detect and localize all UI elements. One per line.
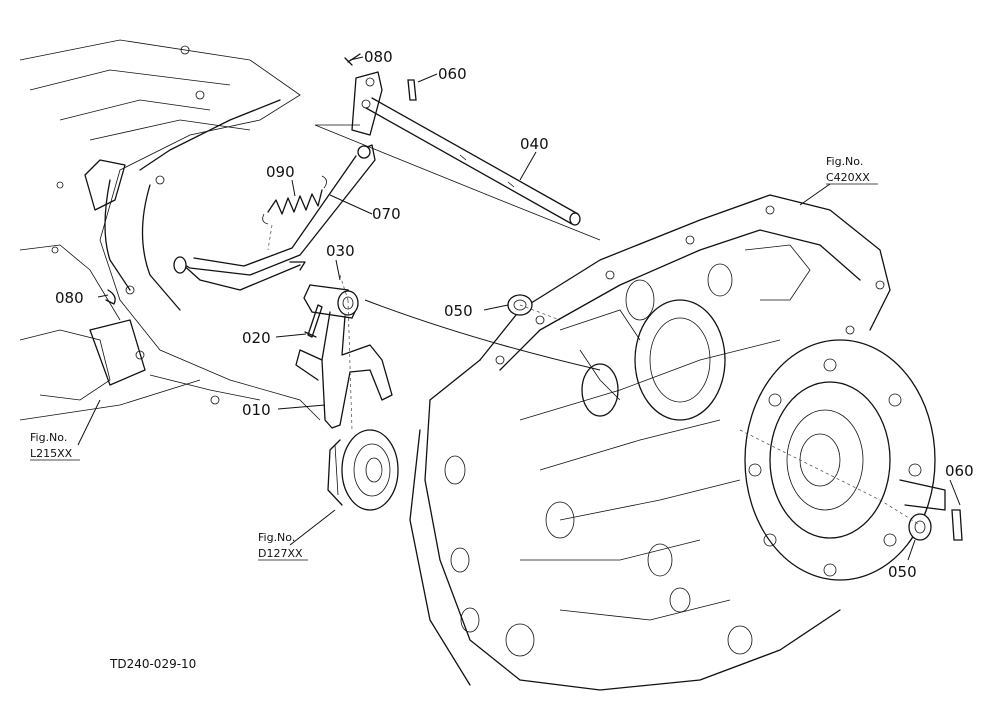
rear-housing-left (19, 39, 321, 421)
fig-ref-l215-label: Fig.No. (30, 431, 67, 444)
shift-lever-top (344, 53, 383, 136)
return-spring (262, 175, 327, 225)
label-040: 040 (520, 135, 549, 153)
label-060-right: 060 (945, 462, 974, 480)
shift-collar (327, 429, 399, 511)
fig-ref-c420-number: C420XX (826, 171, 870, 184)
shift-arm (173, 144, 376, 291)
label-010: 010 (242, 401, 271, 419)
fig-ref-d127-number: D127XX (258, 547, 303, 560)
label-060-top: 060 (438, 65, 467, 83)
label-080-left: 080 (55, 289, 84, 307)
label-090: 090 (266, 163, 295, 181)
shift-fork (295, 284, 393, 429)
snap-pin-lower (105, 289, 116, 305)
oil-seal-lower (908, 513, 932, 541)
label-070: 070 (372, 205, 401, 223)
shift-rod (365, 97, 581, 226)
leader-lines (77, 56, 961, 561)
fig-ref-d127-label: Fig.No. (258, 531, 295, 544)
spring-pin-upper (407, 79, 417, 101)
front-flange (744, 339, 946, 581)
figure-ref-d127: Fig.No. D127XX (258, 531, 308, 561)
spring-pin-lower (951, 509, 963, 541)
drawing-code: TD240-029-10 (109, 657, 196, 671)
label-020: 020 (242, 329, 271, 347)
label-050-lower: 050 (888, 563, 917, 581)
callout-labels: 080 060 040 090 070 030 080 050 020 010 … (55, 48, 974, 581)
label-080-top: 080 (364, 48, 393, 66)
transmission-case (409, 194, 891, 691)
label-030: 030 (326, 242, 355, 260)
assembly-guides (267, 124, 921, 526)
figure-ref-l215: Fig.No. L215XX (30, 431, 80, 461)
label-050-upper: 050 (444, 302, 473, 320)
pin (304, 304, 323, 338)
fig-ref-c420-label: Fig.No. (826, 155, 863, 168)
figure-ref-c420: Fig.No. C420XX (826, 155, 878, 185)
fig-ref-l215-number: L215XX (30, 447, 73, 460)
